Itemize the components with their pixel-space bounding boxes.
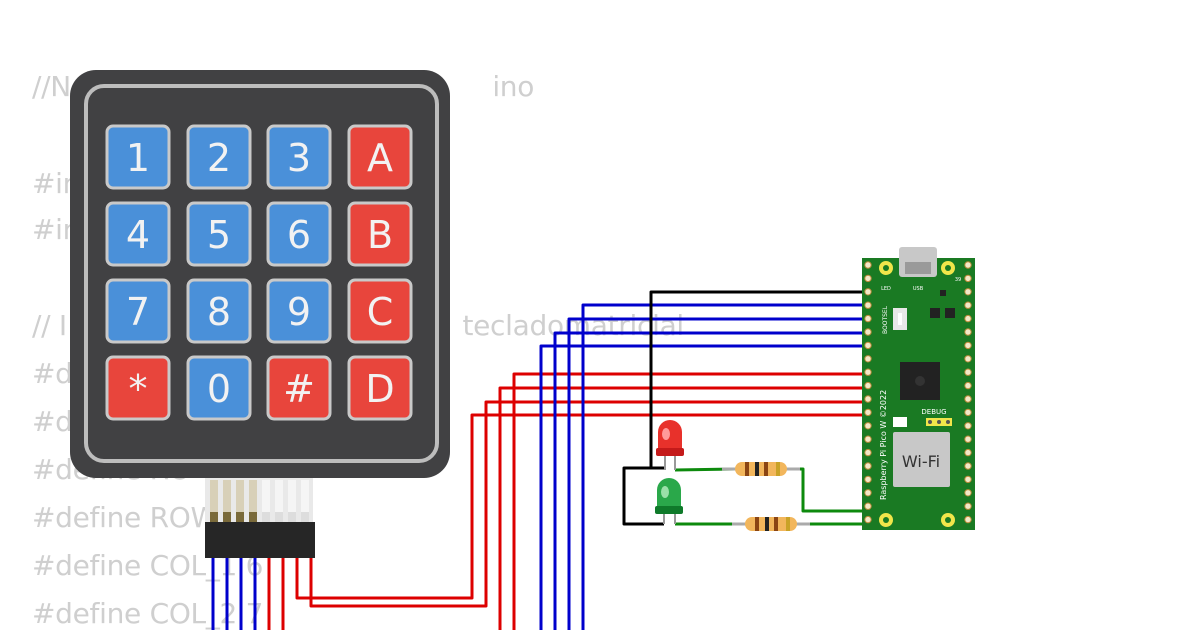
pin-39-label: 39 xyxy=(955,277,961,283)
debug-label: DEBUG xyxy=(921,408,946,416)
row-wire-3 xyxy=(498,386,868,630)
code-line: // I tecladomatricial xyxy=(32,309,684,342)
row-wire-4 xyxy=(512,372,868,630)
green-led[interactable] xyxy=(655,478,683,524)
row-wire-2 xyxy=(309,400,868,608)
code-line: #d xyxy=(32,357,73,390)
key-label: 4 xyxy=(126,213,150,257)
key-C[interactable]: C xyxy=(347,278,413,344)
wires xyxy=(211,290,868,630)
keypad-ribbon xyxy=(205,478,315,558)
resistor-2[interactable] xyxy=(732,517,810,531)
key-label: D xyxy=(365,367,394,411)
ribbon-header xyxy=(205,522,315,558)
key-D[interactable]: D xyxy=(347,355,413,421)
code-line: #d xyxy=(32,405,73,438)
col-wire-2 xyxy=(553,331,868,630)
key-1[interactable]: 1 xyxy=(105,124,171,190)
key-6[interactable]: 6 xyxy=(266,201,332,267)
key-4[interactable]: 4 xyxy=(105,201,171,267)
key-label: 5 xyxy=(207,213,231,257)
key-B[interactable]: B xyxy=(347,201,413,267)
red-led[interactable] xyxy=(656,420,684,470)
key-2[interactable]: 2 xyxy=(186,124,252,190)
key-label: # xyxy=(283,367,315,411)
key-A[interactable]: A xyxy=(347,124,413,190)
key-label: 0 xyxy=(207,367,231,411)
key-label: C xyxy=(367,290,394,334)
usb-label: USB xyxy=(913,286,924,292)
key-label: 2 xyxy=(207,136,231,180)
key-label: 9 xyxy=(287,290,311,334)
key-3[interactable]: 3 xyxy=(266,124,332,190)
key-label: 7 xyxy=(126,290,150,334)
code-line: #define COL_2 7 xyxy=(32,597,264,630)
resistor-1[interactable] xyxy=(722,462,800,476)
key-label: 6 xyxy=(287,213,311,257)
key-label: 3 xyxy=(287,136,311,180)
key-label: * xyxy=(129,367,148,411)
col-wire-1 xyxy=(539,344,868,630)
wifi-module xyxy=(893,432,950,487)
row-wire-1 xyxy=(295,413,868,600)
wifi-label: Wi-Fi xyxy=(902,452,940,471)
key-0[interactable]: 0 xyxy=(186,355,252,421)
resistor1-to-board xyxy=(787,467,868,513)
key-label: B xyxy=(367,213,393,257)
keypad[interactable]: 1 2 3 A 4 5 6 B 7 8 9 C * 0 # D xyxy=(70,70,450,478)
key-5[interactable]: 5 xyxy=(186,201,252,267)
pico-w-board[interactable]: Wi-Fi DEBUG LED USB 39 BOOTSEL Raspberry… xyxy=(862,247,975,530)
col-wire-3 xyxy=(567,317,868,630)
key-label: 8 xyxy=(207,290,231,334)
key-*[interactable]: * xyxy=(105,355,171,421)
key-#[interactable]: # xyxy=(266,355,332,421)
led-label: LED xyxy=(881,286,891,292)
key-label: A xyxy=(367,136,393,180)
key-8[interactable]: 8 xyxy=(186,278,252,344)
key-7[interactable]: 7 xyxy=(105,278,171,344)
col-wire-4 xyxy=(581,303,868,630)
key-9[interactable]: 9 xyxy=(266,278,332,344)
bootsel-label: BOOTSEL xyxy=(882,305,889,334)
board-name-label: Raspberry Pi Pico W ©2022 xyxy=(879,390,888,500)
key-label: 1 xyxy=(126,136,150,180)
code-line: //N ino xyxy=(32,70,535,103)
ground-wire xyxy=(622,290,868,526)
